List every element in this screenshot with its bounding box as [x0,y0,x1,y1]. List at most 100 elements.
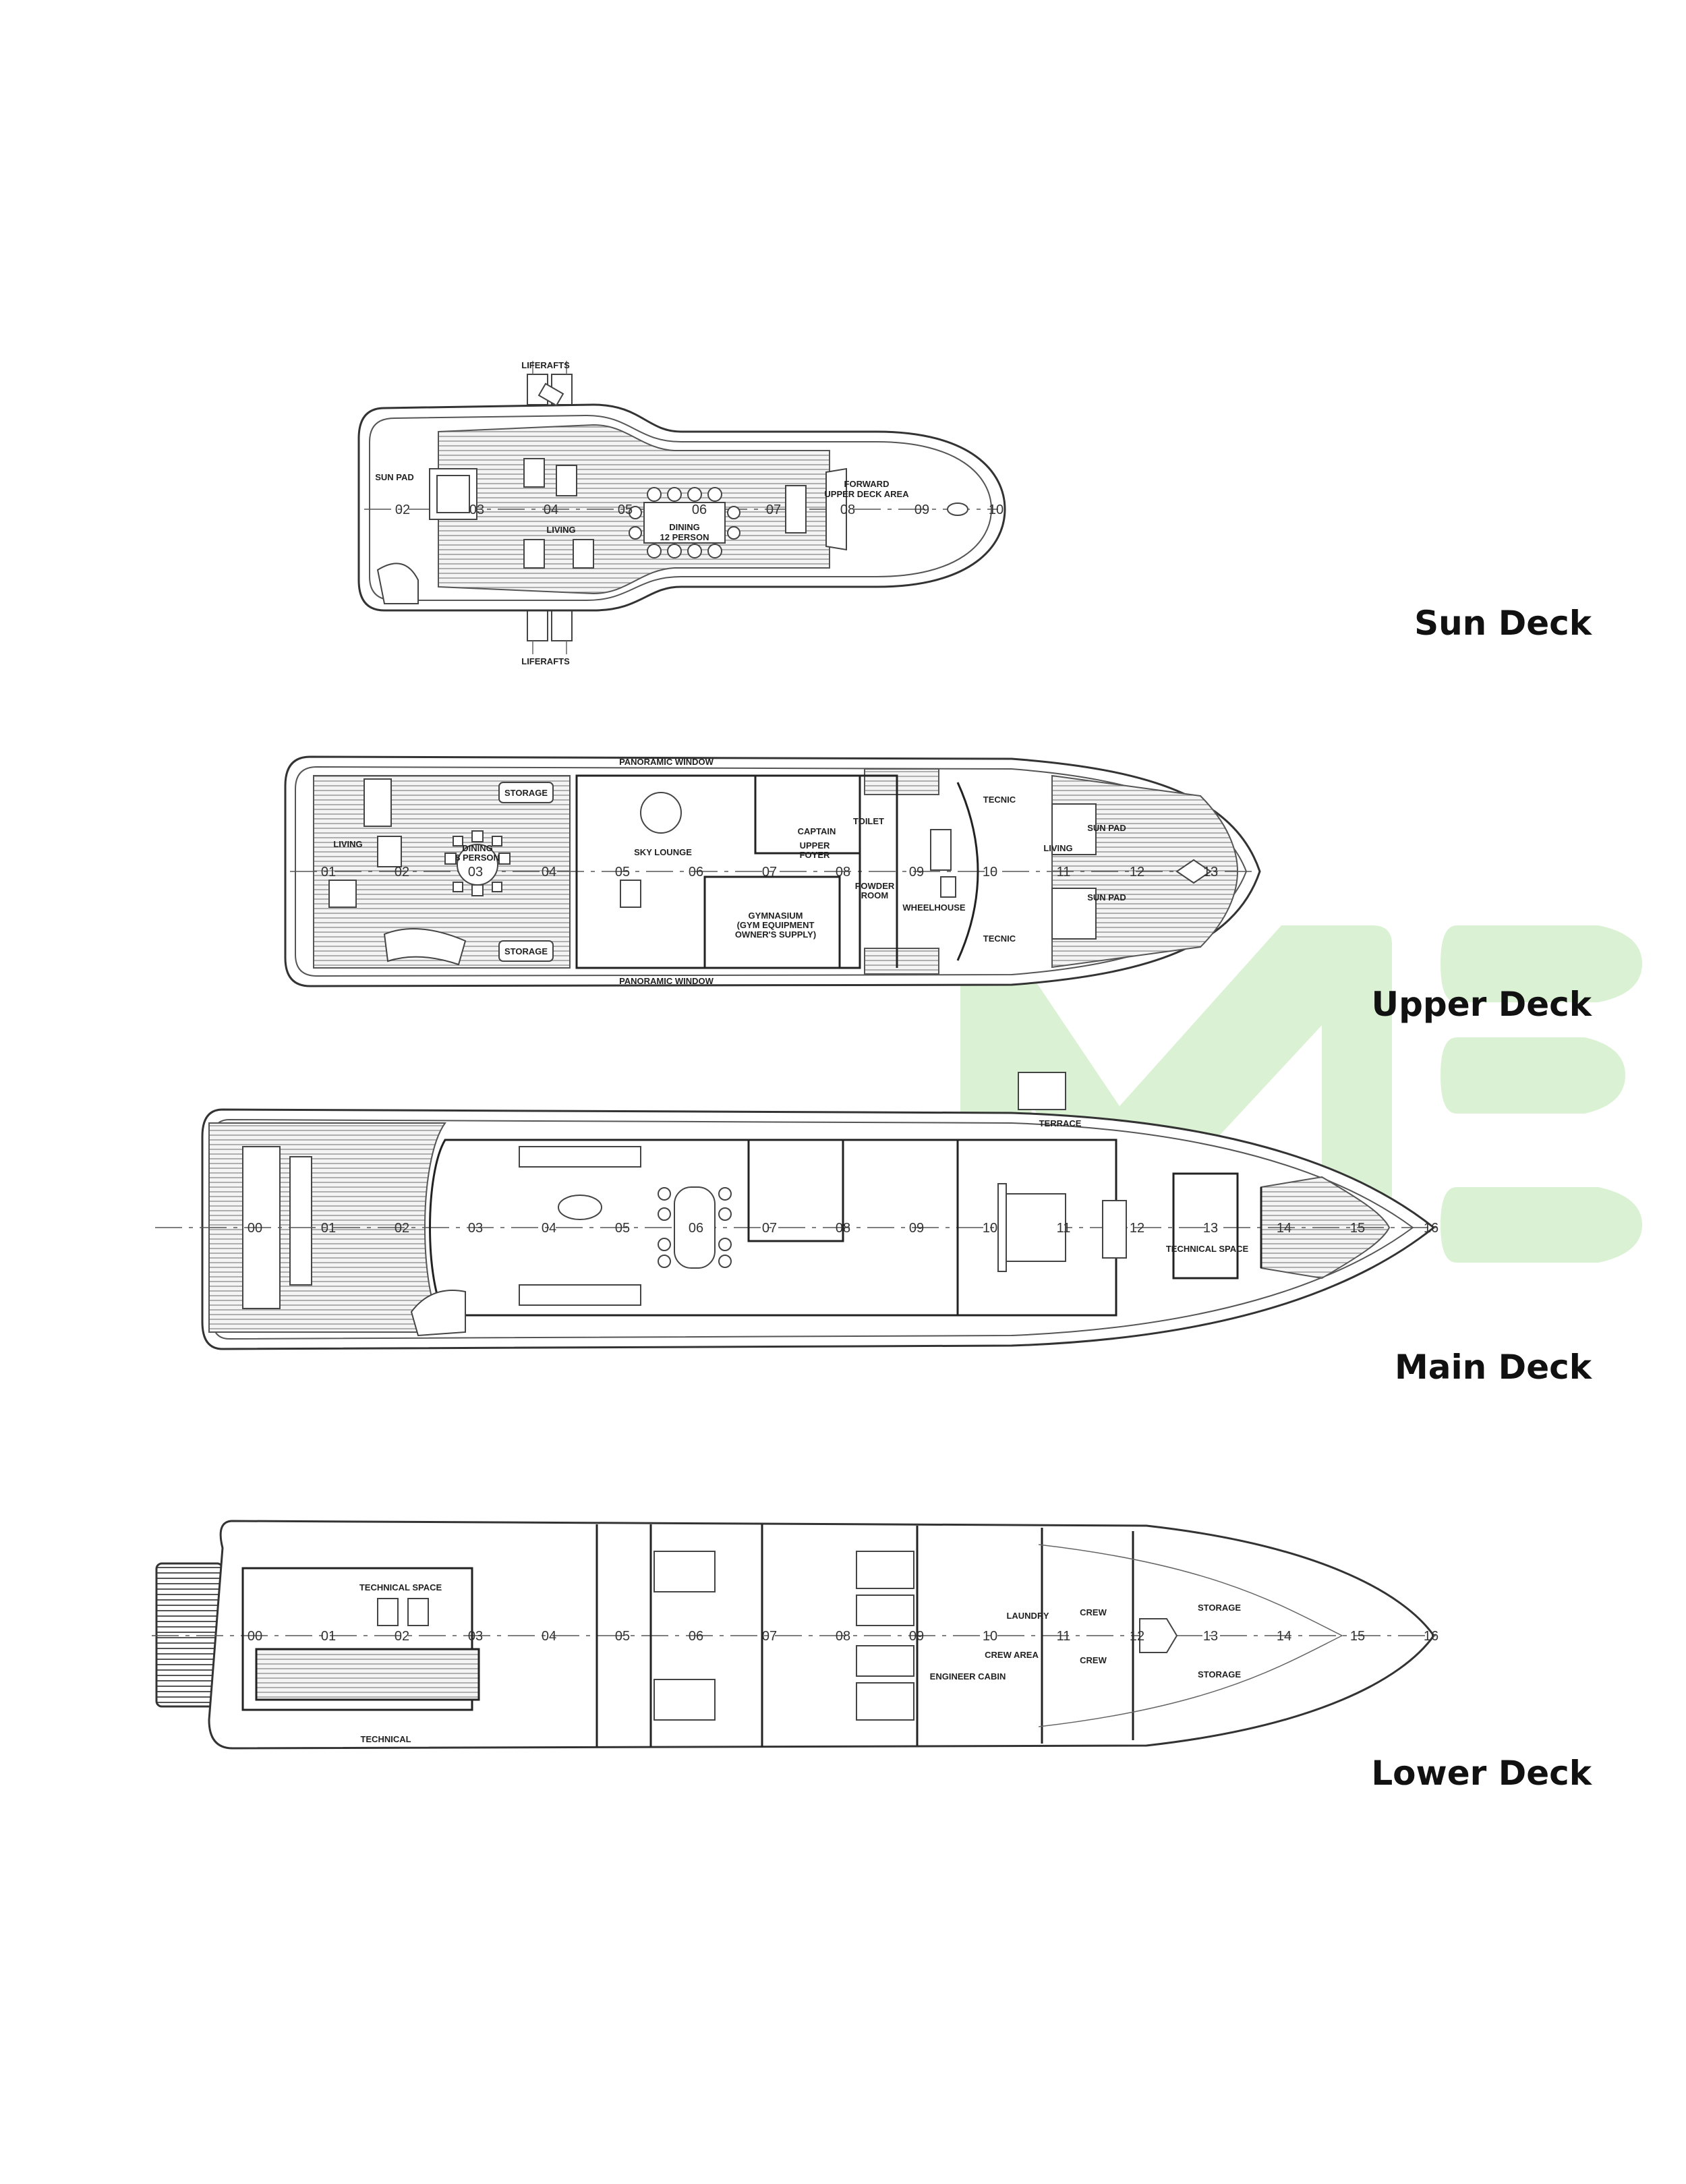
frame-number: 00 [248,1221,262,1236]
room-label-forward-area: FORWARD [844,479,890,489]
room-label-gym-note: (GYM EQUIPMENT [737,920,815,930]
frame-number: 09 [914,502,929,517]
frame-number: 02 [395,865,409,880]
room-label-dining-capacity: 12 PERSON [660,532,709,542]
frame-number: 05 [615,1221,630,1236]
frame-number: 07 [762,865,777,880]
frame-number: 01 [321,1629,336,1644]
room-label-storage: STORAGE [1198,1669,1241,1679]
room-label-sun-pad: SUN PAD [1087,892,1126,902]
frame-number: 11 [1057,865,1071,880]
frame-number: 03 [468,865,483,880]
frame-number: 05 [618,502,633,517]
stairs [410,1290,466,1337]
room-label-gymnasium: GYMNASIUM [749,911,803,921]
frame-number: 13 [1203,865,1218,880]
frame-number: 13 [1203,1221,1218,1236]
frame-number: 02 [395,1629,409,1644]
frame-number: 08 [836,1221,850,1236]
room-label-powder-room-2: ROOM [861,890,888,900]
frame-number: 10 [983,1629,997,1644]
frame-number: 07 [766,502,781,517]
room-label-upper-foyer-2: FOYER [800,850,830,860]
frame-number: 10 [989,502,1004,517]
frame-number: 02 [395,502,410,517]
room-label-dining: DINING [462,843,493,853]
frame-number: 06 [689,1221,703,1236]
room-label-terrace: TERRACE [1039,1118,1082,1128]
dining-table [643,502,726,544]
room-label-living: LIVING [333,839,362,849]
frame-number: 05 [615,1629,630,1644]
main-dining-table [674,1186,716,1269]
upper-deck-plan: PANORAMIC WINDOW PANORAMIC WINDOW STORAG… [284,755,1261,987]
master-bed [1004,1193,1066,1262]
frame-number: 09 [909,1629,924,1644]
room-label-technical-space: TECHNICAL SPACE [359,1582,442,1592]
room-label-tecnic: TECNIC [983,795,1016,805]
frame-number: 03 [468,1221,483,1236]
frame-number: 11 [1057,1221,1071,1236]
sun-deck-frame-numbers: 02 03 04 05 06 07 08 09 10 [395,502,1004,517]
stairs [383,928,467,966]
frame-number: 10 [983,1221,997,1236]
room-label-forward-area-2: UPPER DECK AREA [824,489,909,499]
terrace-furniture [1018,1072,1066,1110]
frame-number: 16 [1424,1221,1438,1236]
liferaft-bottom [527,610,573,654]
room-label-living: LIVING [546,525,575,535]
frame-number: 15 [1350,1221,1365,1236]
frame-number: 10 [983,865,997,880]
frame-number: 04 [542,1221,556,1236]
frame-number: 13 [1203,1629,1218,1644]
frame-number: 08 [836,865,850,880]
room-label-living-forward: LIVING [1043,843,1072,853]
room-label-storage: STORAGE [504,788,548,798]
frame-number: 12 [1130,865,1144,880]
frame-number: 09 [909,1221,924,1236]
room-label-engineer-cabin: ENGINEER CABIN [930,1671,1006,1682]
room-label-dining-capacity: 8 PERSON [455,853,500,863]
frame-number: 06 [689,1629,703,1644]
room-label-sun-pad: SUN PAD [1087,823,1126,833]
room-label-sun-pad: SUN PAD [375,472,414,482]
watermark-logo [960,925,1642,1263]
frame-number: 11 [1057,1629,1071,1644]
frame-number: 04 [542,1629,556,1644]
frame-number: 16 [1424,1629,1438,1644]
frame-number: 07 [762,1221,777,1236]
room-label-liferafts: LIFERAFTS [521,656,570,666]
frame-number: 00 [248,1629,262,1644]
room-label-upper-foyer: UPPER [800,840,830,851]
room-label-storage: STORAGE [1198,1603,1241,1613]
room-label-captain: CAPTAIN [798,826,836,836]
frame-number: 08 [840,502,855,517]
sun-deck-plan: LIFERAFTS LIFERAFTS SUN PAD LIVING DININ… [357,360,1006,666]
room-label-dining: DINING [669,522,700,532]
liferaft-top [527,361,573,405]
room-label-technical: TECHNICAL [360,1734,411,1744]
frame-number: 12 [1130,1221,1144,1236]
room-label-toilet: TOILET [853,816,884,826]
frame-number: 15 [1350,1629,1365,1644]
deck-label-lower: Lower Deck [1371,1754,1592,1793]
room-label-laundry: LAUNDRY [1006,1611,1049,1621]
room-label-technical-space: TECHNICAL SPACE [1166,1244,1249,1254]
room-label-powder-room: POWDER [855,881,895,891]
dining-chairs [629,487,740,558]
frame-number: 14 [1277,1629,1291,1644]
room-label-sky-lounge: SKY LOUNGE [634,847,692,857]
frame-number: 04 [544,502,558,517]
frame-number: 06 [689,865,703,880]
deck-label-sun: Sun Deck [1414,604,1592,643]
frame-number: 06 [692,502,707,517]
frame-number: 03 [469,502,484,517]
lower-deck-plan: TECHNICAL SPACE TECHNICAL LAUNDRY CREW A… [152,1520,1438,1750]
room-label-tecnic: TECNIC [983,933,1016,944]
room-label-wheelhouse: WHEELHOUSE [902,902,966,913]
deck-label-main: Main Deck [1395,1348,1592,1387]
